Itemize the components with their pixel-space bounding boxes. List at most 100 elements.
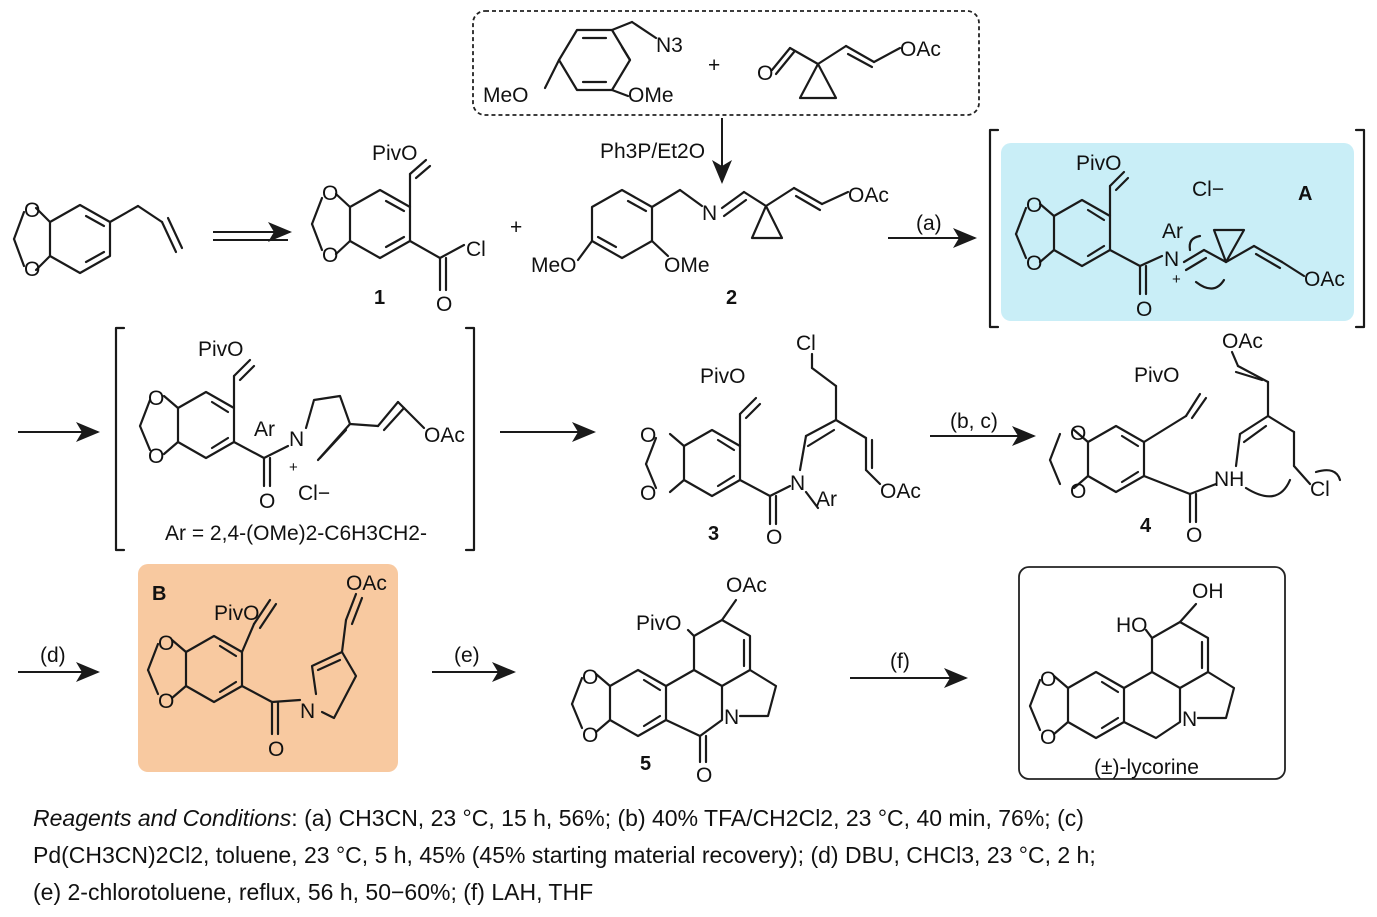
reagent-dashed-box (472, 10, 980, 116)
a-curly-arrow-2 (1194, 278, 1226, 290)
intermediate-b: O O PivO O N OAc B (146, 572, 387, 761)
c4-pivo: PivO (1134, 364, 1180, 387)
pyr-plus: + (289, 459, 298, 476)
intermediate-a: O O PivO O N + Ar OAc Cl− A (1014, 152, 1345, 321)
caption-line-2: Pd(CH3CN)2Cl2, toluene, 23 °C, 5 h, 45% … (33, 842, 1096, 868)
lyc-ring-o1: O (1040, 668, 1056, 691)
c2-oac: OAc (848, 184, 889, 207)
c1-pivo: PivO (372, 142, 418, 165)
compound-4: O O PivO O NH OAc Cl 4 (1048, 330, 1342, 547)
compound-5: O O O N PivO OAc 5 (570, 574, 778, 787)
caption-line-3: (e) 2-chlorotoluene, reflux, 56 h, 50−60… (33, 879, 594, 905)
arrow-a-label: (a) (916, 212, 942, 235)
b-oac: OAc (346, 572, 387, 595)
bracket-pyr-left (114, 326, 126, 552)
c4-number: 4 (1140, 515, 1152, 537)
bracket-pyr-right (464, 326, 476, 552)
azide-n3: N3 (656, 34, 683, 57)
c3-oac: OAc (880, 480, 921, 503)
pyr-oac: OAc (424, 424, 465, 447)
azide-ome: OMe (628, 84, 674, 107)
c3-ar: Ar (816, 488, 837, 511)
b-ring-o2: O (158, 690, 174, 713)
b-n: N (300, 700, 315, 723)
c4-ring-o2: O (1070, 480, 1086, 503)
c4-carbonyl-o: O (1186, 524, 1202, 547)
c3-ring-o2: O (640, 482, 656, 505)
b-label: B (152, 583, 166, 605)
lyc-oh: OH (1192, 580, 1224, 603)
c4-ring-o1: O (1070, 422, 1086, 445)
a-ring-o2: O (1026, 252, 1042, 275)
lycorine-structure: O O N HO OH (±)-lycorine (1028, 580, 1236, 779)
c1-ring-o1: O (322, 182, 338, 205)
intermediate-b-box (138, 564, 398, 772)
a-label: A (1298, 183, 1312, 205)
c3-ring-o1: O (640, 424, 656, 447)
reagent-condition: Ph3P/Et2O (600, 140, 705, 163)
c1-cl: Cl (466, 238, 486, 261)
c1-o: O (436, 293, 452, 316)
safrole-o1: O (24, 199, 40, 222)
c5-n: N (724, 706, 739, 729)
c5-ring-o2: O (582, 724, 598, 747)
arrow-f-label: (f) (890, 650, 910, 673)
b-carbonyl-o: O (268, 738, 284, 761)
pyr-carbonyl-o: O (259, 490, 275, 513)
c3-pivo: PivO (700, 365, 746, 388)
c2-meo: MeO (531, 254, 577, 277)
c4-cl: Cl (1310, 478, 1330, 501)
a-ar: Ar (1162, 220, 1183, 243)
c4-nh: NH (1214, 468, 1244, 491)
scheme-canvas: N3 MeO OMe + O OAc Ph3P/Et2O O O (12, 10, 1366, 787)
c3-n: N (790, 472, 805, 495)
c5-number: 5 (640, 753, 651, 775)
intermediate-pyrrolinium: O O PivO O N + Ar OAc Cl− Ar = 2,4-(OMe)… (138, 338, 465, 545)
lycorine-name: (±)-lycorine (1094, 756, 1199, 779)
pyr-pivo: PivO (198, 338, 244, 361)
aldehyde-oac: OAc (900, 38, 941, 61)
plus-1: + (510, 216, 522, 239)
aldehyde-o: O (757, 62, 773, 85)
safrole-o2: O (24, 258, 40, 281)
c1-number: 1 (374, 287, 385, 309)
b-pivo: PivO (214, 602, 260, 625)
c5-ring-o1: O (582, 666, 598, 689)
c4-curly-arrow-2 (1314, 469, 1342, 482)
aldehyde-structure: O OAc (757, 38, 941, 100)
compound-3: O O PivO O N Ar Cl OAc 3 (640, 332, 921, 549)
caption-line-1: Reagents and Conditions: (a) CH3CN, 23 °… (33, 800, 1363, 837)
azide-meo: MeO (483, 84, 529, 107)
c3-number: 3 (708, 523, 719, 545)
bracket-a-right (1354, 128, 1366, 329)
lyc-ring-o2: O (1040, 726, 1056, 749)
caption-heading: Reagents and Conditions (33, 805, 292, 831)
c3-carbonyl-o: O (766, 526, 782, 549)
a-n: N (1164, 248, 1179, 271)
a-carbonyl-o: O (1136, 298, 1152, 321)
a-pivo: PivO (1076, 152, 1122, 175)
conditions-caption: Reagents and Conditions: (a) CH3CN, 23 °… (33, 800, 1363, 911)
a-plus: + (1172, 271, 1181, 288)
a-curly-arrow-1 (1188, 234, 1202, 252)
arrow-e-label: (e) (454, 644, 480, 667)
c2-ome: OMe (664, 254, 710, 277)
c2-n: N (702, 202, 717, 225)
compound-1: PivO Cl O O O 1 (310, 142, 486, 316)
caption-line-1-text: : (a) CH3CN, 23 °C, 15 h, 56%; (b) 40% T… (291, 805, 1084, 831)
lycorine-box (1018, 566, 1286, 780)
c5-carbonyl-o: O (696, 764, 712, 787)
bracket-a-left (988, 128, 1000, 329)
arrow-d-label: (d) (40, 644, 66, 667)
a-oac: OAc (1304, 268, 1345, 291)
c4-oac: OAc (1222, 330, 1263, 353)
reagent-plus: + (708, 54, 720, 77)
c5-oac: OAc (726, 574, 767, 597)
azide-structure: N3 MeO OMe (483, 20, 683, 107)
pyr-ring-o2: O (148, 445, 164, 468)
intermediate-a-box (1001, 143, 1354, 321)
c3-cl: Cl (796, 332, 816, 355)
compound-2: N OAc MeO OMe 2 (531, 184, 889, 309)
b-ring-o1: O (158, 632, 174, 655)
